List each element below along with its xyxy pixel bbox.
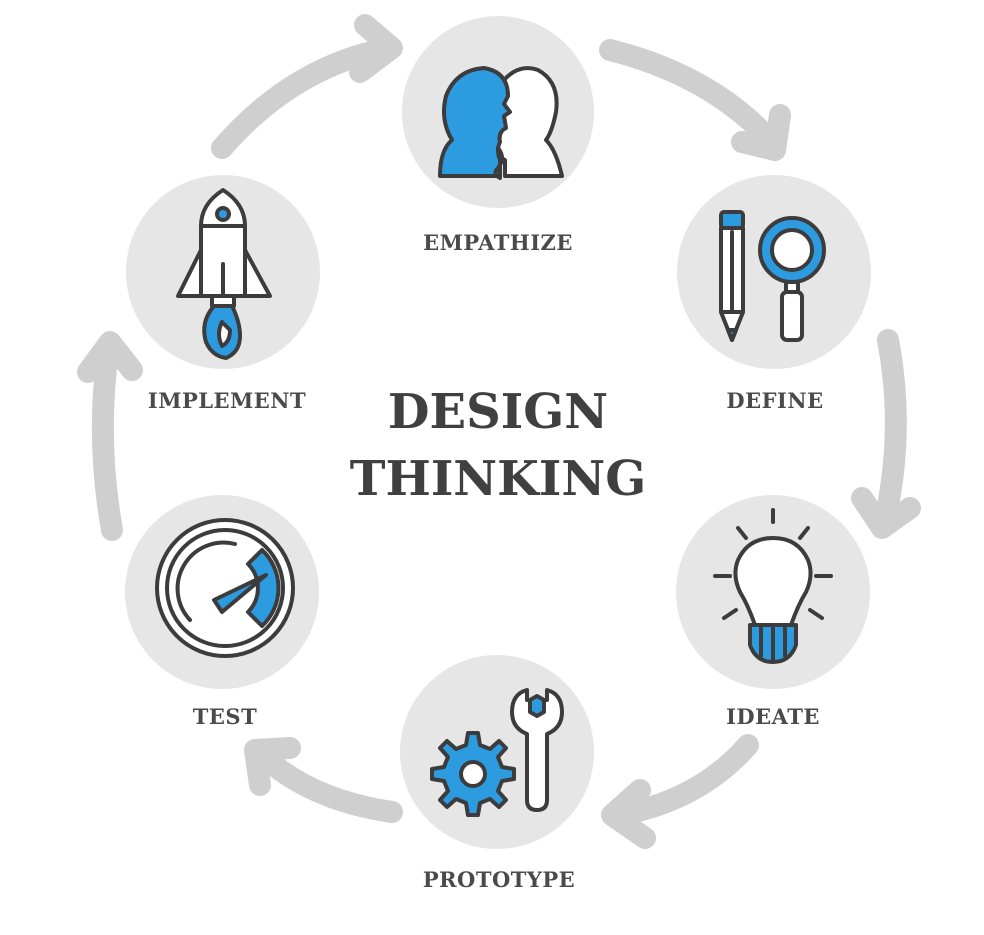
arrow-test-to-implement bbox=[77, 331, 143, 541]
cycle-arrows bbox=[77, 14, 921, 849]
stage-implement: IMPLEMENT bbox=[126, 175, 320, 413]
arrow-define-to-ideate bbox=[851, 329, 921, 539]
stage-label-test: TEST bbox=[193, 704, 257, 729]
stage-define: DEFINE bbox=[677, 175, 871, 413]
stage-label-ideate: IDEATE bbox=[726, 704, 820, 729]
stage-prototype: PROTOTYPE bbox=[400, 655, 594, 892]
wrench-icon bbox=[510, 688, 564, 812]
heads-icon bbox=[438, 66, 564, 180]
arrow-implement-to-empathize bbox=[211, 14, 403, 159]
rocket-icon bbox=[176, 188, 272, 360]
title-line-2: THINKING bbox=[350, 451, 646, 507]
gear-icon bbox=[430, 731, 516, 817]
arrow-empathize-to-define bbox=[599, 39, 791, 161]
stage-ideate: IDEATE bbox=[676, 495, 870, 729]
stage-test: TEST bbox=[125, 495, 319, 729]
stage-label-empathize: EMPATHIZE bbox=[423, 230, 573, 255]
stage-empathize: EMPATHIZE bbox=[402, 16, 594, 255]
lightbulb-icon bbox=[713, 508, 833, 664]
pencil-magnifier-icon bbox=[719, 210, 826, 342]
arrow-ideate-to-prototype bbox=[601, 734, 759, 849]
title-line-1: DESIGN bbox=[388, 384, 608, 440]
gear-wrench-icon bbox=[430, 688, 564, 817]
stage-label-define: DEFINE bbox=[726, 388, 823, 413]
stage-label-implement: IMPLEMENT bbox=[148, 388, 306, 413]
stage-label-prototype: PROTOTYPE bbox=[423, 867, 575, 892]
arrow-prototype-to-test bbox=[244, 737, 403, 823]
gauge-icon bbox=[155, 518, 295, 658]
